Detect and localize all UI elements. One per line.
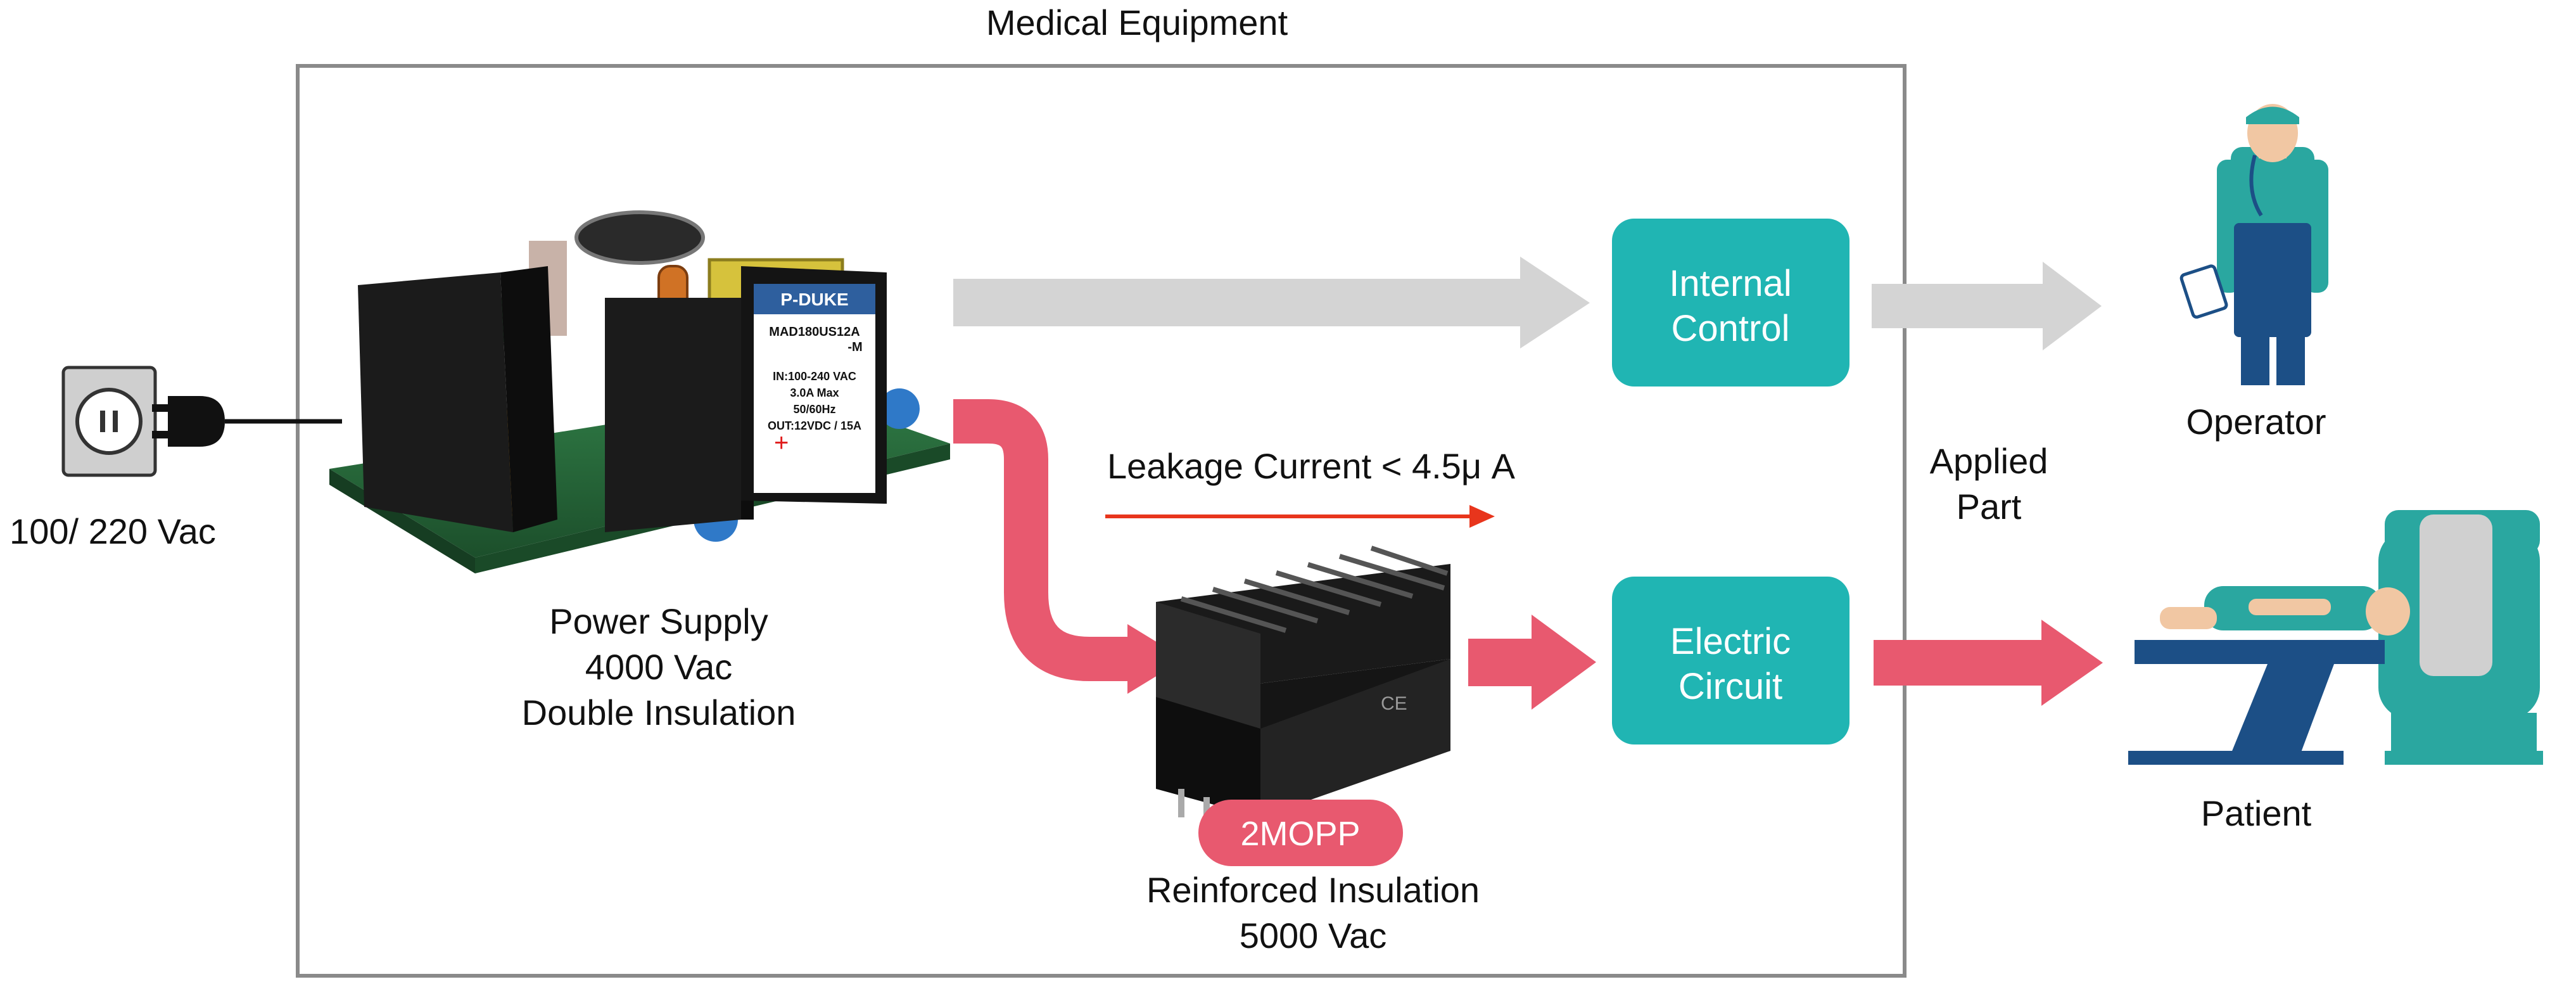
grey-arrow-to-internal-control: [953, 257, 1590, 348]
ps-caption-line-2: 4000 Vac: [585, 647, 732, 687]
electric-circuit-label-line-2: Circuit: [1678, 666, 1782, 707]
ps-cert-mark: +: [774, 429, 789, 457]
ps-brand-label: P-DUKE: [780, 290, 848, 309]
converter-image: CE: [1156, 546, 1450, 834]
internal-control-label-line-1: Internal: [1669, 263, 1791, 304]
mopp-badge-label: 2MOPP: [1240, 815, 1360, 853]
ps-spec-line-3: 50/60Hz: [793, 403, 835, 416]
ps-caption-line-1: Power Supply: [549, 601, 768, 641]
mopp-badge: [1198, 800, 1403, 866]
ps-model-label: MAD180US12A: [769, 325, 860, 339]
leakage-current-arrow: [1105, 505, 1495, 528]
converter-caption-line-1: Reinforced Insulation: [1146, 870, 1480, 910]
power-supply-image: P-DUKE MAD180US12A -M IN:100-240 VAC 3.0…: [329, 210, 950, 573]
ps-caption-line-3: Double Insulation: [522, 693, 796, 732]
power-plug-icon: [152, 396, 342, 447]
patient-label: Patient: [2201, 793, 2312, 833]
svg-text:CE: CE: [1381, 693, 1407, 714]
ps-spec-line-2: 3.0A Max: [790, 387, 839, 399]
pink-arrow-to-patient: [1874, 620, 2103, 706]
pink-arrow-to-electric-circuit: [1468, 615, 1596, 710]
wall-outlet-icon: [61, 366, 157, 477]
medical-equipment-container: [296, 64, 1907, 978]
leakage-current-label: Leakage Current < 4.5μ A: [1107, 446, 1516, 486]
electric-circuit-box: [1612, 577, 1850, 744]
converter-caption-line-2: 5000 Vac: [1240, 916, 1386, 955]
internal-control-label-line-2: Control: [1672, 308, 1790, 349]
applied-part-line-2: Part: [1957, 487, 2022, 527]
ps-spec-line-4: OUT:12VDC / 15A: [768, 419, 861, 432]
ps-model-suffix: -M: [847, 340, 862, 354]
electric-circuit-label-line-1: Electric: [1670, 621, 1791, 662]
input-voltage-label: 100/ 220 Vac: [10, 511, 216, 551]
grey-arrow-to-operator: [1872, 262, 2102, 350]
operator-icon: [2179, 104, 2328, 385]
patient-icon: [2128, 510, 2543, 765]
internal-control-box: [1612, 219, 1850, 387]
applied-part-line-1: Applied: [1930, 441, 2048, 481]
operator-label: Operator: [2186, 402, 2326, 442]
ps-spec-line-1: IN:100-240 VAC: [773, 370, 856, 383]
container-title: Medical Equipment: [986, 3, 1288, 42]
